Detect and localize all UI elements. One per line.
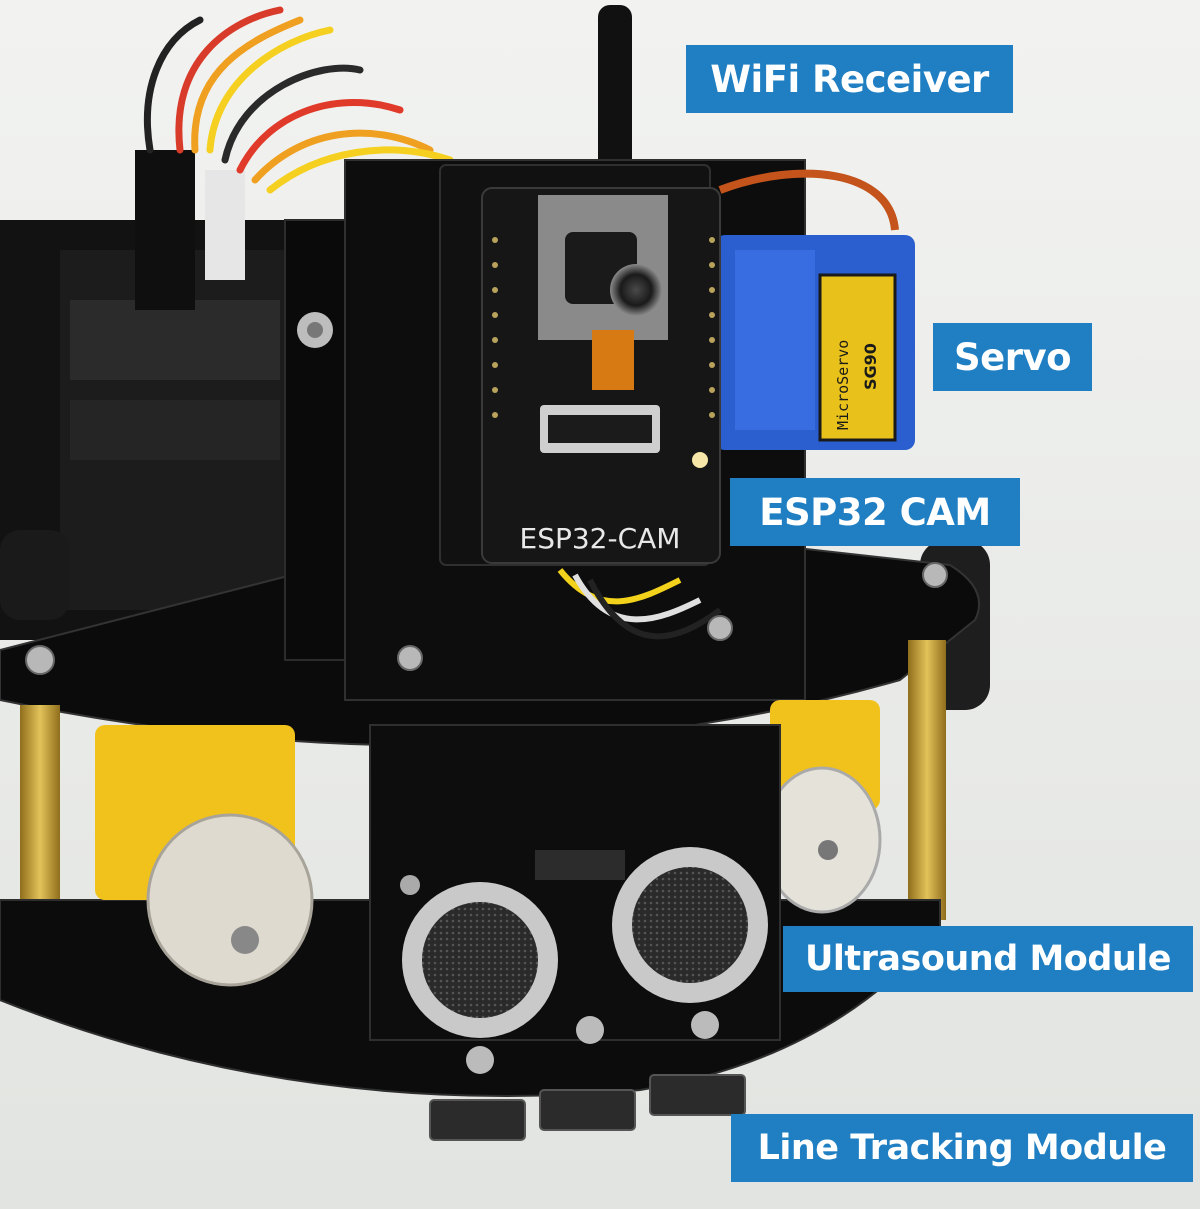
esp32-cam-board: ESP32-CAM — [439, 164, 721, 566]
servo-model: SG90 — [861, 343, 880, 390]
servo-silkscreen: MicroServo — [834, 340, 852, 430]
board-silkscreen: ESP32-CAM — [520, 522, 681, 555]
wifi-antenna — [598, 5, 632, 180]
line-tracking-sensors — [429, 1074, 746, 1141]
ultrasound-module-label: Ultrasound Module — [783, 926, 1193, 992]
camera-lens — [610, 264, 662, 316]
board-wires — [557, 568, 722, 640]
wifi-receiver-label: WiFi Receiver — [686, 45, 1013, 113]
deck-screws — [25, 562, 948, 675]
left-motor — [95, 725, 314, 987]
servo-motor: MicroServo SG90 — [715, 169, 915, 450]
ultrasound-module — [369, 724, 781, 1074]
esp32-cam-label: ESP32 CAM — [730, 478, 1020, 546]
right-motor — [762, 700, 882, 914]
line-tracking-module-label: Line Tracking Module — [731, 1114, 1193, 1182]
wire-bundle — [143, 6, 454, 194]
servo-label: Servo — [933, 323, 1092, 391]
